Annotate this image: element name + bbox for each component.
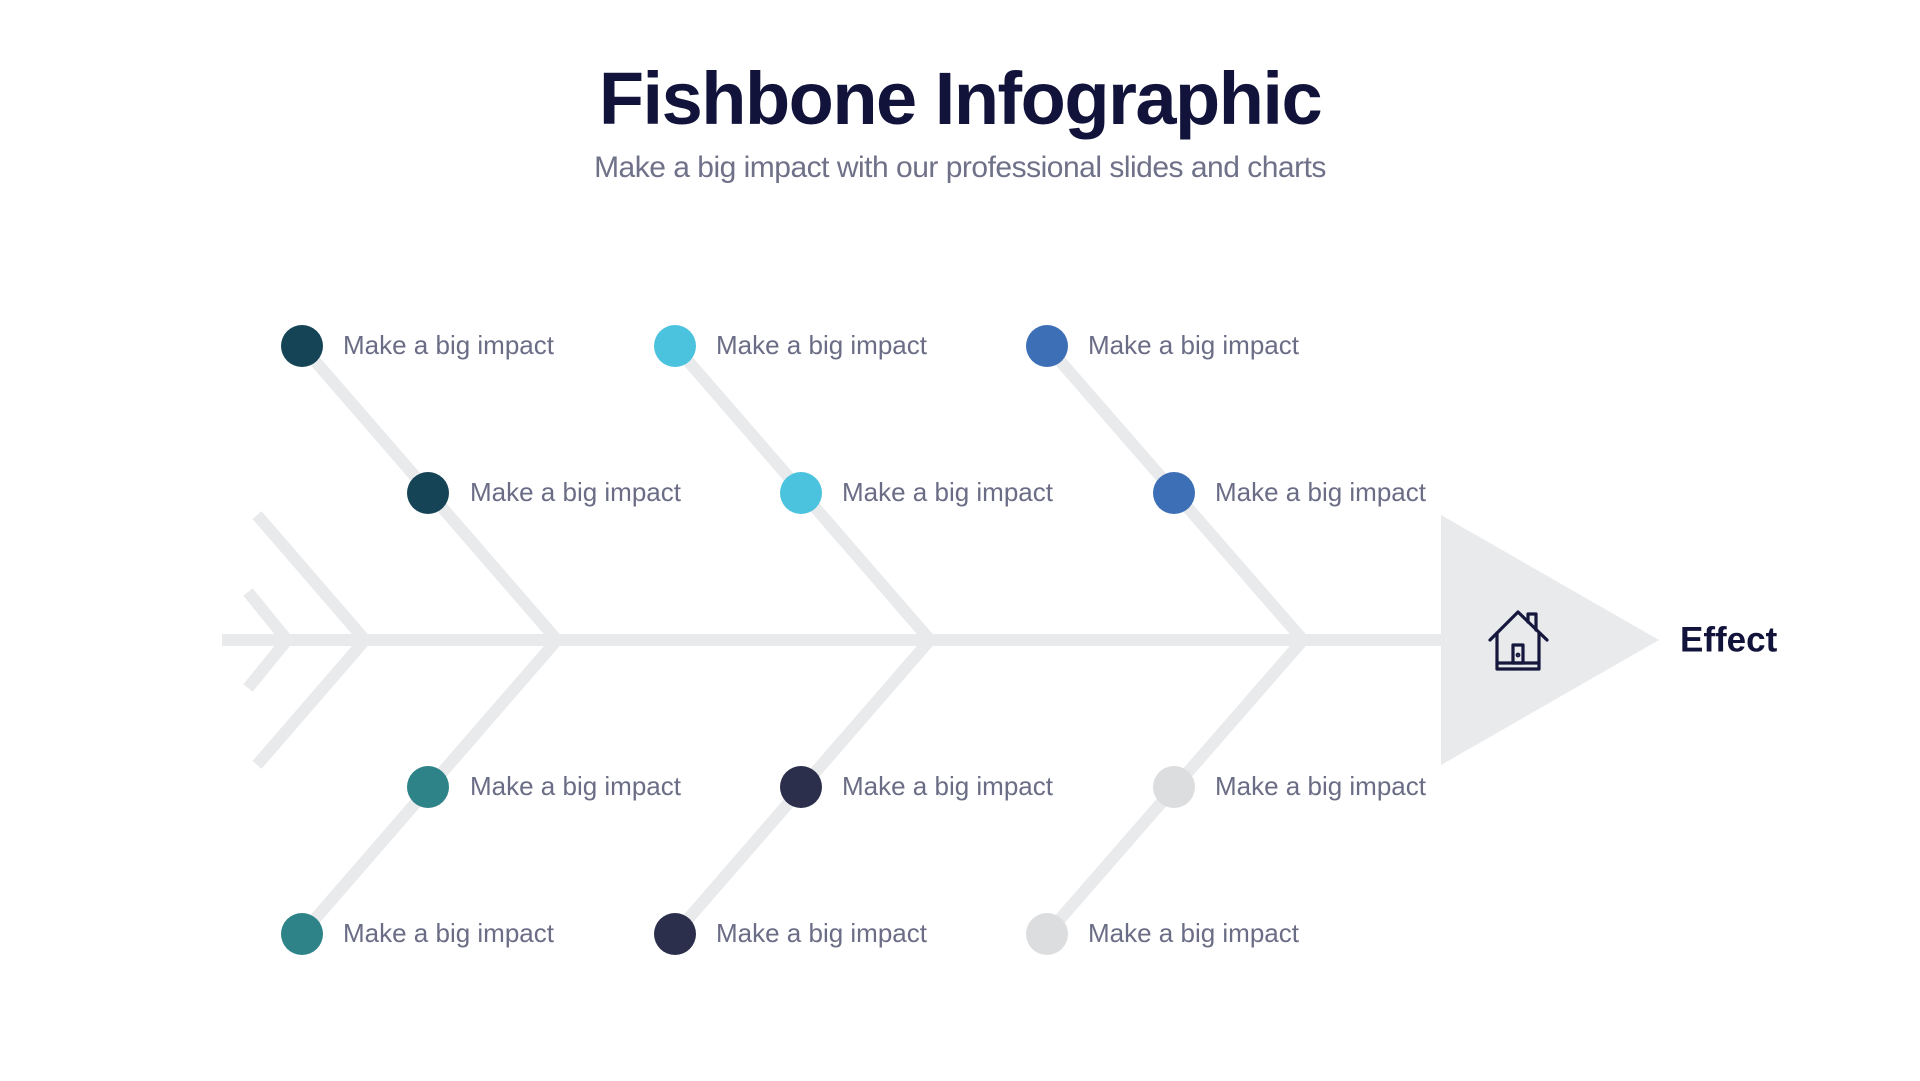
effect-label: Effect	[1680, 620, 1778, 660]
cause-label: Make a big impact	[343, 918, 554, 948]
page-subtitle: Make a big impact with our professional …	[594, 151, 1326, 184]
cause-label: Make a big impact	[1215, 477, 1426, 507]
fish-head	[1441, 515, 1659, 765]
cause-dot-top-1a	[281, 325, 323, 367]
page-title: Fishbone Infographic	[598, 57, 1323, 140]
cause-dot-top-3b	[1153, 472, 1195, 514]
cause-label: Make a big impact	[842, 477, 1053, 507]
cause-label: Make a big impact	[343, 330, 554, 360]
cause-label: Make a big impact	[470, 477, 681, 507]
cause-dot-top-3a	[1026, 325, 1068, 367]
cause-label: Make a big impact	[1088, 918, 1299, 948]
house-icon	[1488, 610, 1549, 671]
cause-dot-bottom-3a	[1153, 766, 1195, 808]
tail-small	[243, 588, 295, 692]
cause-label: Make a big impact	[1088, 330, 1299, 360]
cause-dot-bottom-1a	[407, 766, 449, 808]
cause-dot-bottom-3b	[1026, 913, 1068, 955]
cause-dot-bottom-2a	[780, 766, 822, 808]
cause-dot-bottom-1b	[281, 913, 323, 955]
cause-dot-top-1b	[407, 472, 449, 514]
cause-label: Make a big impact	[842, 771, 1053, 801]
cause-label: Make a big impact	[1215, 771, 1426, 801]
fish-skeleton	[222, 342, 1445, 938]
tail-large	[252, 511, 373, 769]
cause-dot-top-2a	[654, 325, 696, 367]
cause-label: Make a big impact	[716, 918, 927, 948]
cause-dot-top-2b	[780, 472, 822, 514]
cause-dots	[281, 325, 1195, 955]
cause-label: Make a big impact	[716, 330, 927, 360]
cause-dot-bottom-2b	[654, 913, 696, 955]
cause-label: Make a big impact	[470, 771, 681, 801]
